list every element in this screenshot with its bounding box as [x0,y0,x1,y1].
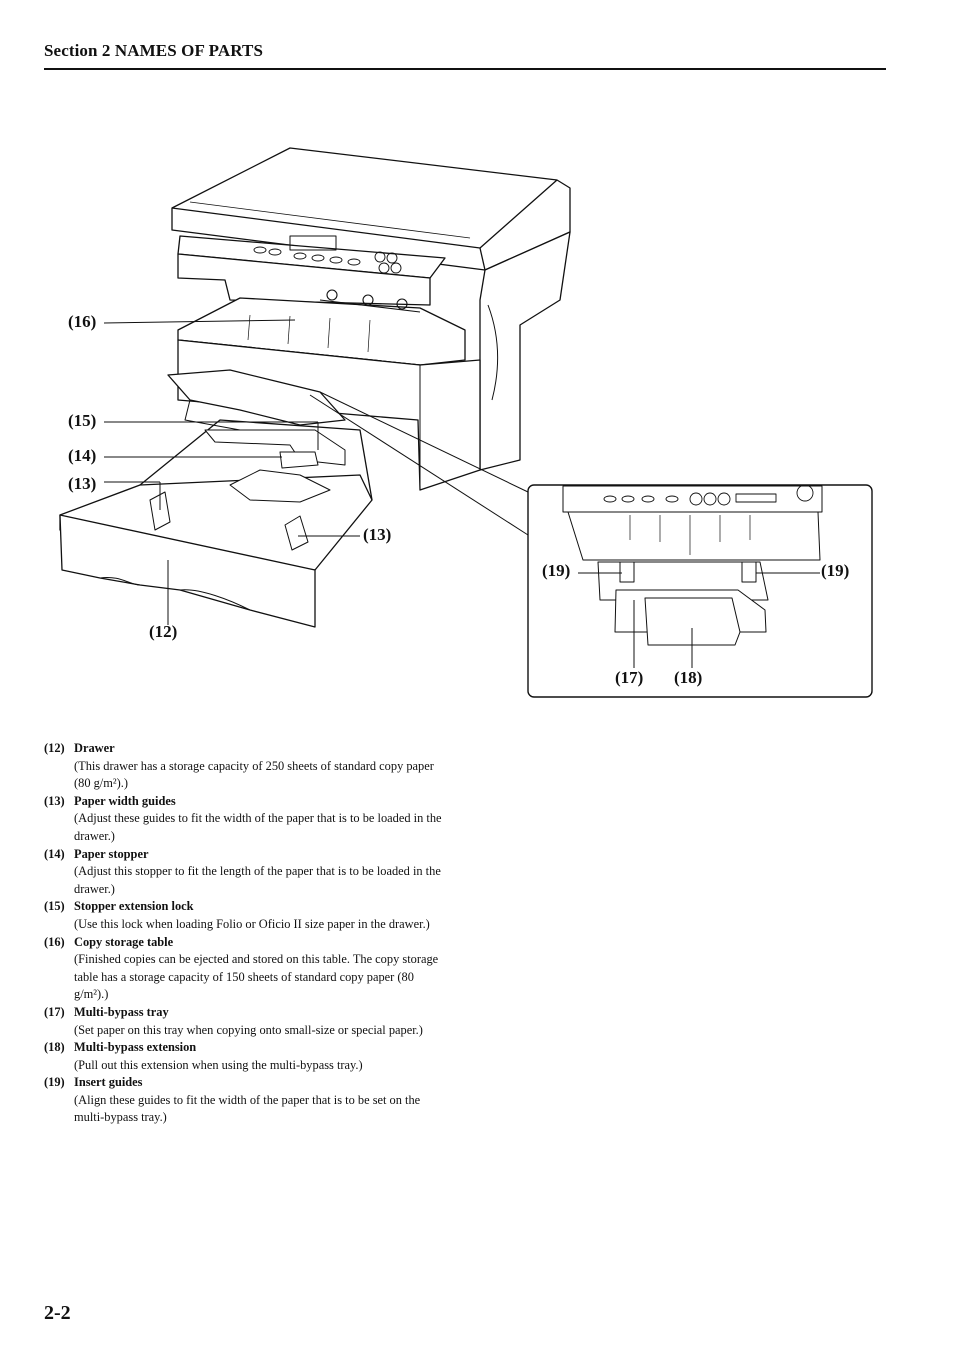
part-item: (12) Drawer (This drawer has a storage ca… [44,740,464,793]
section-title: Section 2 NAMES OF PARTS [44,41,264,60]
callout-13-left: (13) [68,474,97,493]
callout-15: (15) [68,411,97,430]
callout-19-left: (19) [542,561,571,580]
part-description: (Finished copies can be ejected and stor… [74,952,439,1002]
parts-legend: (12) Drawer (This drawer has a storage ca… [44,740,464,1127]
part-number: (19) [44,1075,65,1090]
part-number: (17) [44,1004,65,1019]
callout-18: (18) [674,668,703,687]
part-item: (19) Insert guides (Align these guides to… [44,1074,464,1127]
callout-16: (16) [68,312,97,331]
part-number: (16) [44,934,65,949]
callout-12: (12) [149,622,178,641]
part-name: Paper width guides [74,793,176,808]
part-name: Paper stopper [74,846,149,861]
part-number: (14) [44,846,65,861]
part-description: (Align these guides to fit the width of … [74,1092,421,1125]
part-description: (This drawer has a storage capacity of 2… [74,758,434,791]
part-number: (13) [44,793,65,808]
callout-13-right: (13) [363,525,392,544]
part-item: (14) Paper stopper (Adjust this stopper t… [44,846,464,899]
page-number: 2-2 [44,1302,71,1324]
part-description: (Pull out this extension when using the … [74,1057,363,1072]
part-item: (18) Multi-bypass extension (Pull out thi… [44,1039,464,1074]
part-name: Multi-bypass extension [74,1040,197,1055]
part-item: (15) Stopper extension lock (Use this loc… [44,898,464,933]
callout-17: (17) [615,668,644,687]
document-cover [171,147,571,271]
part-number: (15) [44,899,65,914]
callout-19-right: (19) [821,561,850,580]
part-name: Insert guides [74,1075,143,1090]
part-description: (Set paper on this tray when copying ont… [74,1022,423,1037]
part-number: (18) [44,1040,65,1055]
part-item: (13) Paper width guides (Adjust these gui… [44,793,464,846]
part-description: (Adjust this stopper to fit the length o… [74,864,441,896]
part-item: (17) Multi-bypass tray (Set paper on this… [44,1004,464,1039]
copier-drawing [59,147,873,698]
part-name: Multi-bypass tray [74,1004,169,1019]
part-number: (12) [44,741,65,755]
part-item: (16) Copy storage table (Finished copies … [44,934,464,1004]
part-name: Stopper extension lock [74,899,194,914]
copier-illustration: (16) (15) (14) (13) (13) (12) (19) (19) … [0,130,954,710]
part-name: Drawer [74,741,115,755]
page-header: Section 2 NAMES OF PARTS [44,40,886,70]
part-description: (Adjust these guides to fit the width of… [74,811,442,843]
callout-14: (14) [68,446,97,465]
part-name: Copy storage table [74,934,174,949]
part-description: (Use this lock when loading Folio or Ofi… [74,916,430,931]
